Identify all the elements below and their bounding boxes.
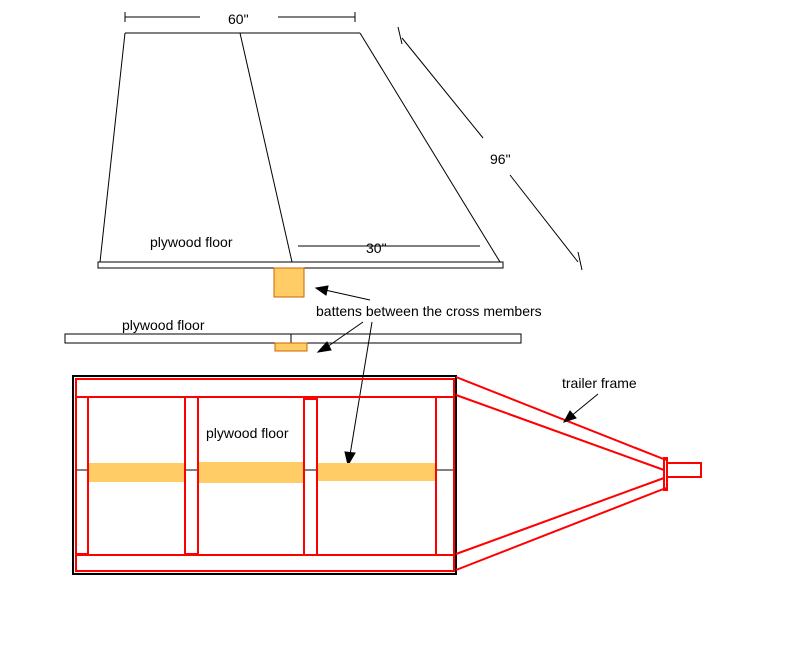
tongue-upper-inner: [455, 394, 665, 471]
dim-60-label: 60": [228, 11, 249, 27]
frame-rail-top: [75, 378, 455, 398]
batten-middle: [274, 342, 308, 352]
sheet-edge-board: [97, 261, 504, 269]
plywood-floor-label-middle: plywood floor: [122, 317, 205, 333]
trailer-outline: [72, 375, 457, 575]
tongue-lower-inner: [455, 477, 665, 555]
batten-bay-1: [88, 463, 185, 482]
sheet-right-edge: [359, 32, 501, 263]
tongue-lower-outer: [455, 487, 667, 571]
batten-bay-3: [318, 463, 436, 481]
dim-30-label: 30": [366, 240, 387, 256]
sheet-left-edge: [99, 32, 126, 263]
trailer-frame: [75, 376, 702, 572]
batten-top: [273, 267, 305, 298]
trailer-frame-label: trailer frame: [562, 375, 637, 391]
battens-label: battens between the cross members: [316, 303, 542, 319]
cross-member-3: [303, 398, 318, 556]
dimension-60: [124, 12, 356, 22]
cross-member-4: [435, 396, 455, 556]
sheet-cut-line: [239, 32, 293, 263]
dim-96-label: 96": [490, 151, 511, 167]
hitch-coupler: [666, 462, 702, 478]
battens-arrows: [314, 285, 373, 467]
tongue-upper-outer: [455, 376, 667, 461]
cross-member-1: [75, 396, 89, 555]
cross-member-2: [184, 396, 199, 555]
dimension-96: [397, 26, 583, 271]
plywood-floor-label-top: plywood floor: [150, 234, 233, 250]
frame-rail-bottom: [75, 554, 455, 572]
batten-bay-2: [199, 462, 304, 483]
trailer-frame-arrow: [562, 393, 599, 423]
plywood-floor-side-view: [64, 333, 522, 344]
plywood-sheet-trapezoid: [97, 32, 504, 269]
plywood-floor-label-bottom: plywood floor: [206, 425, 289, 441]
